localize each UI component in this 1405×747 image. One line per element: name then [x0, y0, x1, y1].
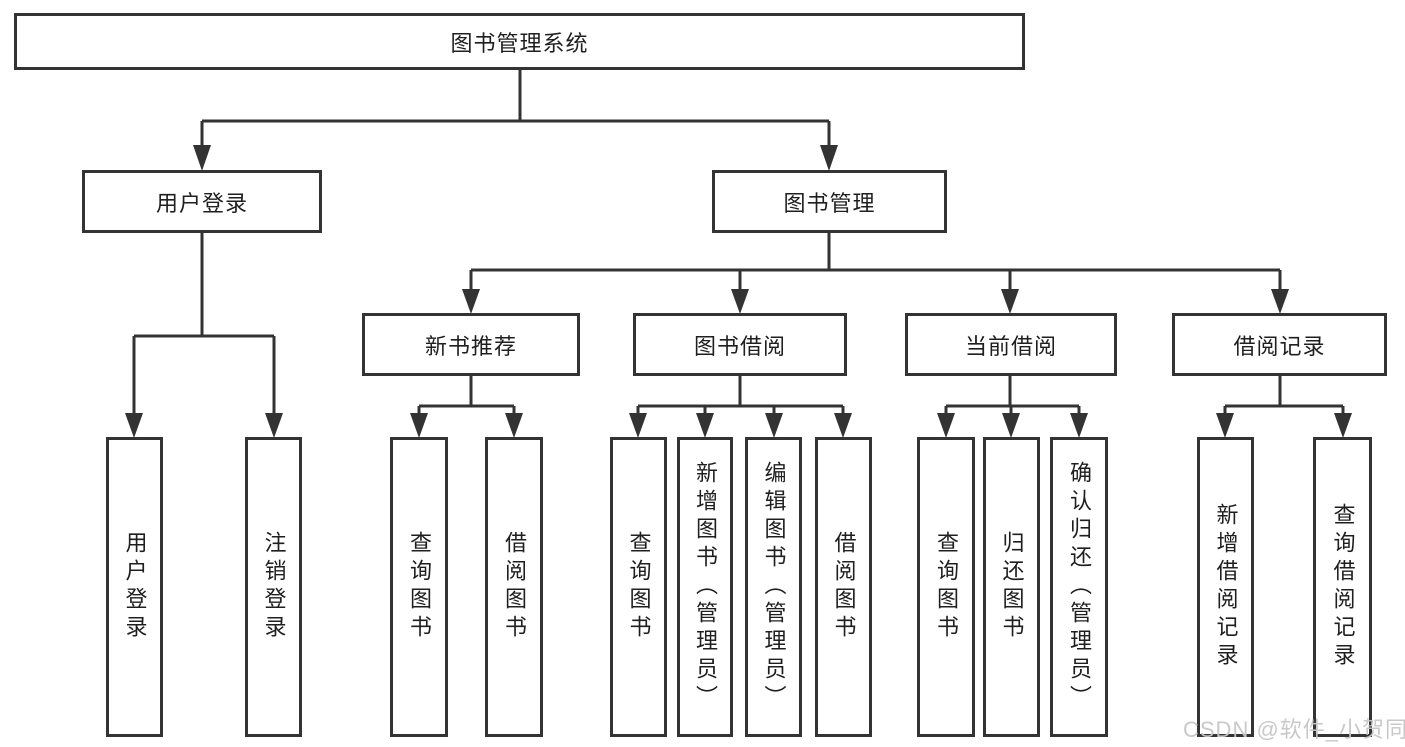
leaf-query-books-recommend: 查询图书 — [390, 437, 448, 737]
leaf-label: 编辑图书（管理员） — [761, 461, 787, 713]
node-user-login: 用户登录 — [82, 170, 322, 233]
leaf-query-books-current: 查询图书 — [917, 437, 975, 737]
leaf-label: 查询图书 — [407, 531, 432, 643]
leaf-borrow-books-recommend: 借阅图书 — [485, 437, 543, 737]
node-current-borrowing: 当前借阅 — [905, 313, 1117, 376]
leaf-label: 归还图书 — [999, 531, 1025, 643]
leaf-user-login: 用户登录 — [106, 437, 163, 737]
leaf-label: 新增图书（管理员） — [693, 461, 718, 713]
leaf-label: 查询图书 — [626, 531, 652, 643]
leaf-label: 注销登录 — [261, 531, 287, 643]
leaf-query-books-borrow: 查询图书 — [610, 437, 667, 737]
node-new-book-recommend: 新书推荐 — [362, 313, 580, 376]
leaf-label: 查询借阅记录 — [1330, 503, 1356, 671]
leaf-label: 借阅图书 — [502, 531, 527, 643]
leaf-add-borrow-record: 新增借阅记录 — [1197, 437, 1254, 737]
leaf-label: 查询图书 — [934, 531, 959, 643]
leaf-label: 新增借阅记录 — [1213, 503, 1239, 671]
node-label: 当前借阅 — [964, 333, 1057, 359]
leaf-label: 借阅图书 — [831, 531, 857, 643]
leaf-return-books: 归还图书 — [983, 437, 1040, 737]
node-root-library-system: 图书管理系统 — [14, 13, 1025, 70]
node-label: 借阅记录 — [1233, 333, 1326, 359]
leaf-label: 确认归还（管理员） — [1067, 461, 1092, 713]
csdn-watermark: CSDN @软件_小贺同学 — [1183, 717, 1405, 742]
node-book-management: 图书管理 — [712, 170, 947, 233]
leaf-label: 用户登录 — [122, 531, 148, 643]
leaf-query-borrow-record: 查询借阅记录 — [1313, 437, 1372, 737]
leaf-edit-book-admin: 编辑图书（管理员） — [745, 437, 802, 737]
node-label: 图书借阅 — [693, 333, 786, 359]
node-label: 图书管理 — [783, 190, 876, 216]
node-label: 用户登录 — [155, 190, 248, 216]
node-book-borrowing: 图书借阅 — [633, 313, 847, 376]
leaf-logout: 注销登录 — [245, 437, 302, 737]
node-label: 新书推荐 — [424, 333, 517, 359]
node-label: 图书管理系统 — [450, 30, 589, 56]
leaf-borrow-books: 借阅图书 — [815, 437, 872, 737]
node-borrowing-records: 借阅记录 — [1172, 313, 1387, 376]
leaf-add-book-admin: 新增图书（管理员） — [677, 437, 733, 737]
leaf-confirm-return-admin: 确认归还（管理员） — [1050, 437, 1108, 737]
